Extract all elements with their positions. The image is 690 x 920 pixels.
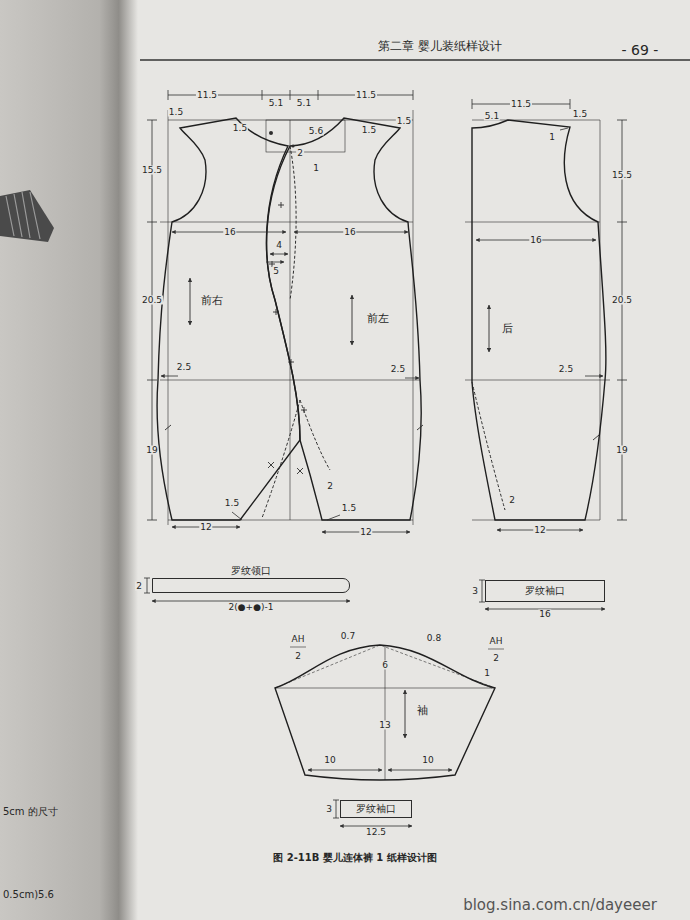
left-page	[0, 0, 138, 920]
dimension-label: 1.5	[224, 499, 240, 508]
page-fragment: 5cm 的尺寸	[3, 807, 58, 817]
back-dimensions	[472, 99, 627, 530]
fraction-denominator: 2	[492, 654, 500, 663]
front-dimensions	[147, 90, 419, 532]
dimension-label: 11.5	[510, 100, 532, 109]
dimension-label: 13	[378, 721, 391, 730]
fraction-numerator: AH	[489, 637, 504, 646]
dimension-label: 10	[323, 756, 336, 765]
piece-name: 后	[501, 323, 514, 334]
front-guides	[160, 110, 420, 525]
figure-caption: 图 2-11B 婴儿连体裤 1 纸样设计图	[272, 853, 438, 863]
dimension-label: 2(●+●)-1	[228, 603, 275, 612]
dimension-label: 5	[272, 267, 280, 276]
dimension-label: 19	[615, 446, 628, 455]
fraction-denominator: 2	[294, 652, 302, 661]
dimension-label: 5.1	[296, 99, 312, 108]
front-outline	[157, 118, 421, 520]
dimension-label: 12	[533, 526, 546, 535]
dimension-label: 1.5	[168, 108, 184, 117]
dimension-label: 2.5	[558, 365, 574, 374]
piece-name: 前右	[200, 295, 224, 306]
dimension-label: 20.5	[141, 296, 163, 305]
dimension-label: 1.5	[232, 124, 248, 133]
dimension-label: 5.1	[484, 112, 500, 121]
dimension-label: 20.5	[611, 296, 633, 305]
dimension-label: 1.5	[572, 110, 588, 119]
dimension-label: 3	[325, 805, 333, 814]
dimension-label: 1.5	[341, 504, 357, 513]
dimension-label: 1	[483, 669, 491, 678]
dimension-label: 11.5	[196, 91, 218, 100]
rib-label: 罗纹袖口	[356, 804, 396, 814]
dimension-label: 0.8	[426, 634, 442, 643]
dimension-label: 12	[359, 528, 372, 537]
chapter-header: 第二章 婴儿装纸样设计	[377, 40, 503, 52]
dimension-label: 16	[223, 228, 236, 237]
rib-piece: 罗纹袖口	[485, 580, 605, 602]
dimension-label: 0.7	[340, 632, 356, 641]
sleeve-outline	[275, 645, 495, 780]
page-fragment: 0.5cm)5.6	[3, 890, 54, 900]
dimension-label: 16	[538, 610, 551, 619]
dimension-label: 2	[508, 496, 516, 505]
piece-name: 袖	[416, 705, 429, 716]
piece-name: 前左	[366, 313, 390, 324]
watermark: blog.sina.com.cn/dayeeer	[462, 898, 658, 913]
dimension-label: 1	[312, 164, 320, 173]
rib-piece: 罗纹袖口	[340, 800, 412, 818]
dimension-label: 2	[135, 582, 143, 591]
dimension-label: 16	[529, 236, 542, 245]
sleeve-dimensions	[308, 682, 492, 770]
rib-piece: 罗纹领口	[152, 578, 350, 593]
dimension-label: 2	[326, 482, 334, 491]
rib-dimensions	[144, 578, 605, 826]
page-number: - 69 -	[621, 43, 660, 57]
header-rule	[140, 59, 690, 61]
rib-label: 罗纹袖口	[525, 586, 565, 596]
dimension-label: 5.6	[308, 127, 324, 136]
dimension-label: 10	[421, 756, 434, 765]
back-guides	[465, 120, 610, 520]
front-dashed	[262, 146, 330, 518]
dimension-label: 6	[381, 661, 389, 670]
fraction-numerator: AH	[291, 635, 306, 644]
dimension-label: 5.1	[268, 99, 284, 108]
back-dashed	[472, 382, 505, 510]
dimension-label: 4	[275, 241, 283, 250]
dimension-label: 3	[471, 587, 479, 596]
rib-label: 罗纹领口	[231, 566, 271, 576]
dimension-label: 12.5	[365, 828, 387, 837]
dimension-label: 12	[199, 523, 212, 532]
dimension-label: 16	[343, 228, 356, 237]
dimension-label: 2	[296, 149, 304, 158]
dimension-label: 1.5	[396, 117, 412, 126]
dimension-label: 11.5	[355, 91, 377, 100]
front-dots	[269, 131, 295, 148]
dimension-label: 2.5	[390, 365, 406, 374]
sleeve-guides	[275, 645, 504, 780]
dimension-label: 19	[145, 446, 158, 455]
dimension-label: 15.5	[141, 166, 163, 175]
back-outline	[472, 120, 606, 520]
dimension-label: 1	[548, 133, 556, 142]
dimension-label: 1.5	[361, 126, 377, 135]
left-page-object	[0, 190, 54, 242]
dimension-label: 15.5	[611, 171, 633, 180]
dimension-label: 2.5	[176, 363, 192, 372]
seam-crosses	[165, 202, 599, 474]
